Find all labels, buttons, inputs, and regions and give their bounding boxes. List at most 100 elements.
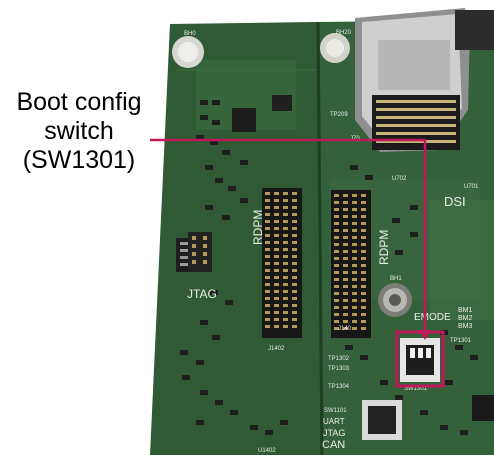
connector-pin	[292, 255, 297, 258]
connector-pin	[352, 271, 357, 274]
connector-pin	[283, 220, 288, 223]
label-u702: U702	[392, 176, 407, 182]
connector-pin	[361, 194, 366, 197]
connector-pin	[274, 220, 279, 223]
connector-pin	[265, 269, 270, 272]
connector-pin	[292, 325, 297, 328]
connector-pin	[352, 299, 357, 302]
connector-pin	[283, 304, 288, 307]
connector-pin	[343, 236, 348, 239]
connector-pin	[274, 255, 279, 258]
connector-pin	[361, 264, 366, 267]
connector-pin	[265, 213, 270, 216]
connector-pin	[265, 304, 270, 307]
connector-pin	[274, 199, 279, 202]
sw1101-dip-switch	[362, 400, 402, 440]
connector-pin	[334, 306, 339, 309]
annotation-callout: Boot config switch (SW1301)	[0, 88, 158, 175]
connector-pin	[274, 318, 279, 321]
label-bh1: BH1	[390, 276, 402, 282]
connector-pin	[334, 271, 339, 274]
connector-pin	[274, 325, 279, 328]
connector-pin	[352, 194, 357, 197]
jtag-header	[188, 232, 212, 272]
pcb-left-board	[150, 22, 322, 455]
connector-pin	[361, 306, 366, 309]
connector-pin	[343, 327, 348, 330]
connector-pin	[334, 229, 339, 232]
connector-pin	[283, 276, 288, 279]
connector-pin	[283, 255, 288, 258]
connector-pin	[343, 271, 348, 274]
label-jtag-small: JTAG	[323, 428, 345, 438]
connector-pin	[274, 283, 279, 286]
connector-pin	[283, 199, 288, 202]
connector-pin	[265, 234, 270, 237]
connector-pin	[361, 271, 366, 274]
connector-pin	[283, 283, 288, 286]
label-bh0: BH0	[184, 31, 196, 37]
connector-pin	[274, 234, 279, 237]
connector-pin	[334, 201, 339, 204]
label-uart: UART	[323, 417, 345, 426]
label-j140: J140	[338, 326, 352, 332]
connector-pin	[292, 206, 297, 209]
connector-pin	[265, 255, 270, 258]
connector-pin	[334, 215, 339, 218]
connector-pin	[292, 269, 297, 272]
connector-pin	[274, 276, 279, 279]
label-bm2: BM2	[458, 315, 473, 322]
label-bm3: BM3	[458, 323, 473, 330]
connector-pin	[343, 229, 348, 232]
connector-pin	[292, 262, 297, 265]
connector-pin	[361, 222, 366, 225]
connector-pin	[343, 250, 348, 253]
connector-pin	[361, 285, 366, 288]
connector-pin	[352, 278, 357, 281]
connector-pin	[265, 318, 270, 321]
small-switch	[472, 395, 494, 421]
label-j1402: J1402	[268, 346, 285, 352]
mounting-hole-bh1	[378, 283, 412, 317]
connector-pin	[352, 257, 357, 260]
connector-pin	[352, 243, 357, 246]
connector-pin	[265, 262, 270, 265]
connector-pin	[292, 220, 297, 223]
connector-pin	[343, 215, 348, 218]
connector-pin	[265, 311, 270, 314]
connector-pin	[334, 264, 339, 267]
mounting-hole-bh0	[172, 36, 204, 68]
sw1301-dip-switch	[400, 338, 440, 382]
connector-pin	[361, 208, 366, 211]
label-bh20: BH20	[336, 30, 352, 36]
label-sw1301: SW1301	[404, 386, 428, 392]
connector-pin	[352, 320, 357, 323]
connector-pin	[352, 201, 357, 204]
connector-pin	[361, 215, 366, 218]
connector-pin	[352, 285, 357, 288]
connector-pin	[292, 318, 297, 321]
label-u701: U701	[464, 184, 479, 190]
connector-pin	[352, 236, 357, 239]
connector-pin	[292, 199, 297, 202]
connector-pin	[265, 276, 270, 279]
connector-pin	[334, 292, 339, 295]
label-sw1101: SW1101	[324, 408, 347, 414]
connector-pin	[292, 276, 297, 279]
connector-pin	[352, 215, 357, 218]
annotation-highlight-box	[395, 330, 445, 388]
connector-pin	[265, 241, 270, 244]
label-tp1302: TP1302	[328, 356, 350, 362]
connector-pin	[343, 313, 348, 316]
connector-pin	[334, 278, 339, 281]
connector-pin	[265, 290, 270, 293]
connector-pin	[274, 248, 279, 251]
connector-pin	[352, 306, 357, 309]
label-jtag: JTAG	[187, 287, 217, 301]
connector-pin	[334, 320, 339, 323]
connector-pin	[292, 304, 297, 307]
connector-pin	[343, 257, 348, 260]
label-bm1: BM1	[458, 307, 473, 314]
connector-pin	[334, 313, 339, 316]
